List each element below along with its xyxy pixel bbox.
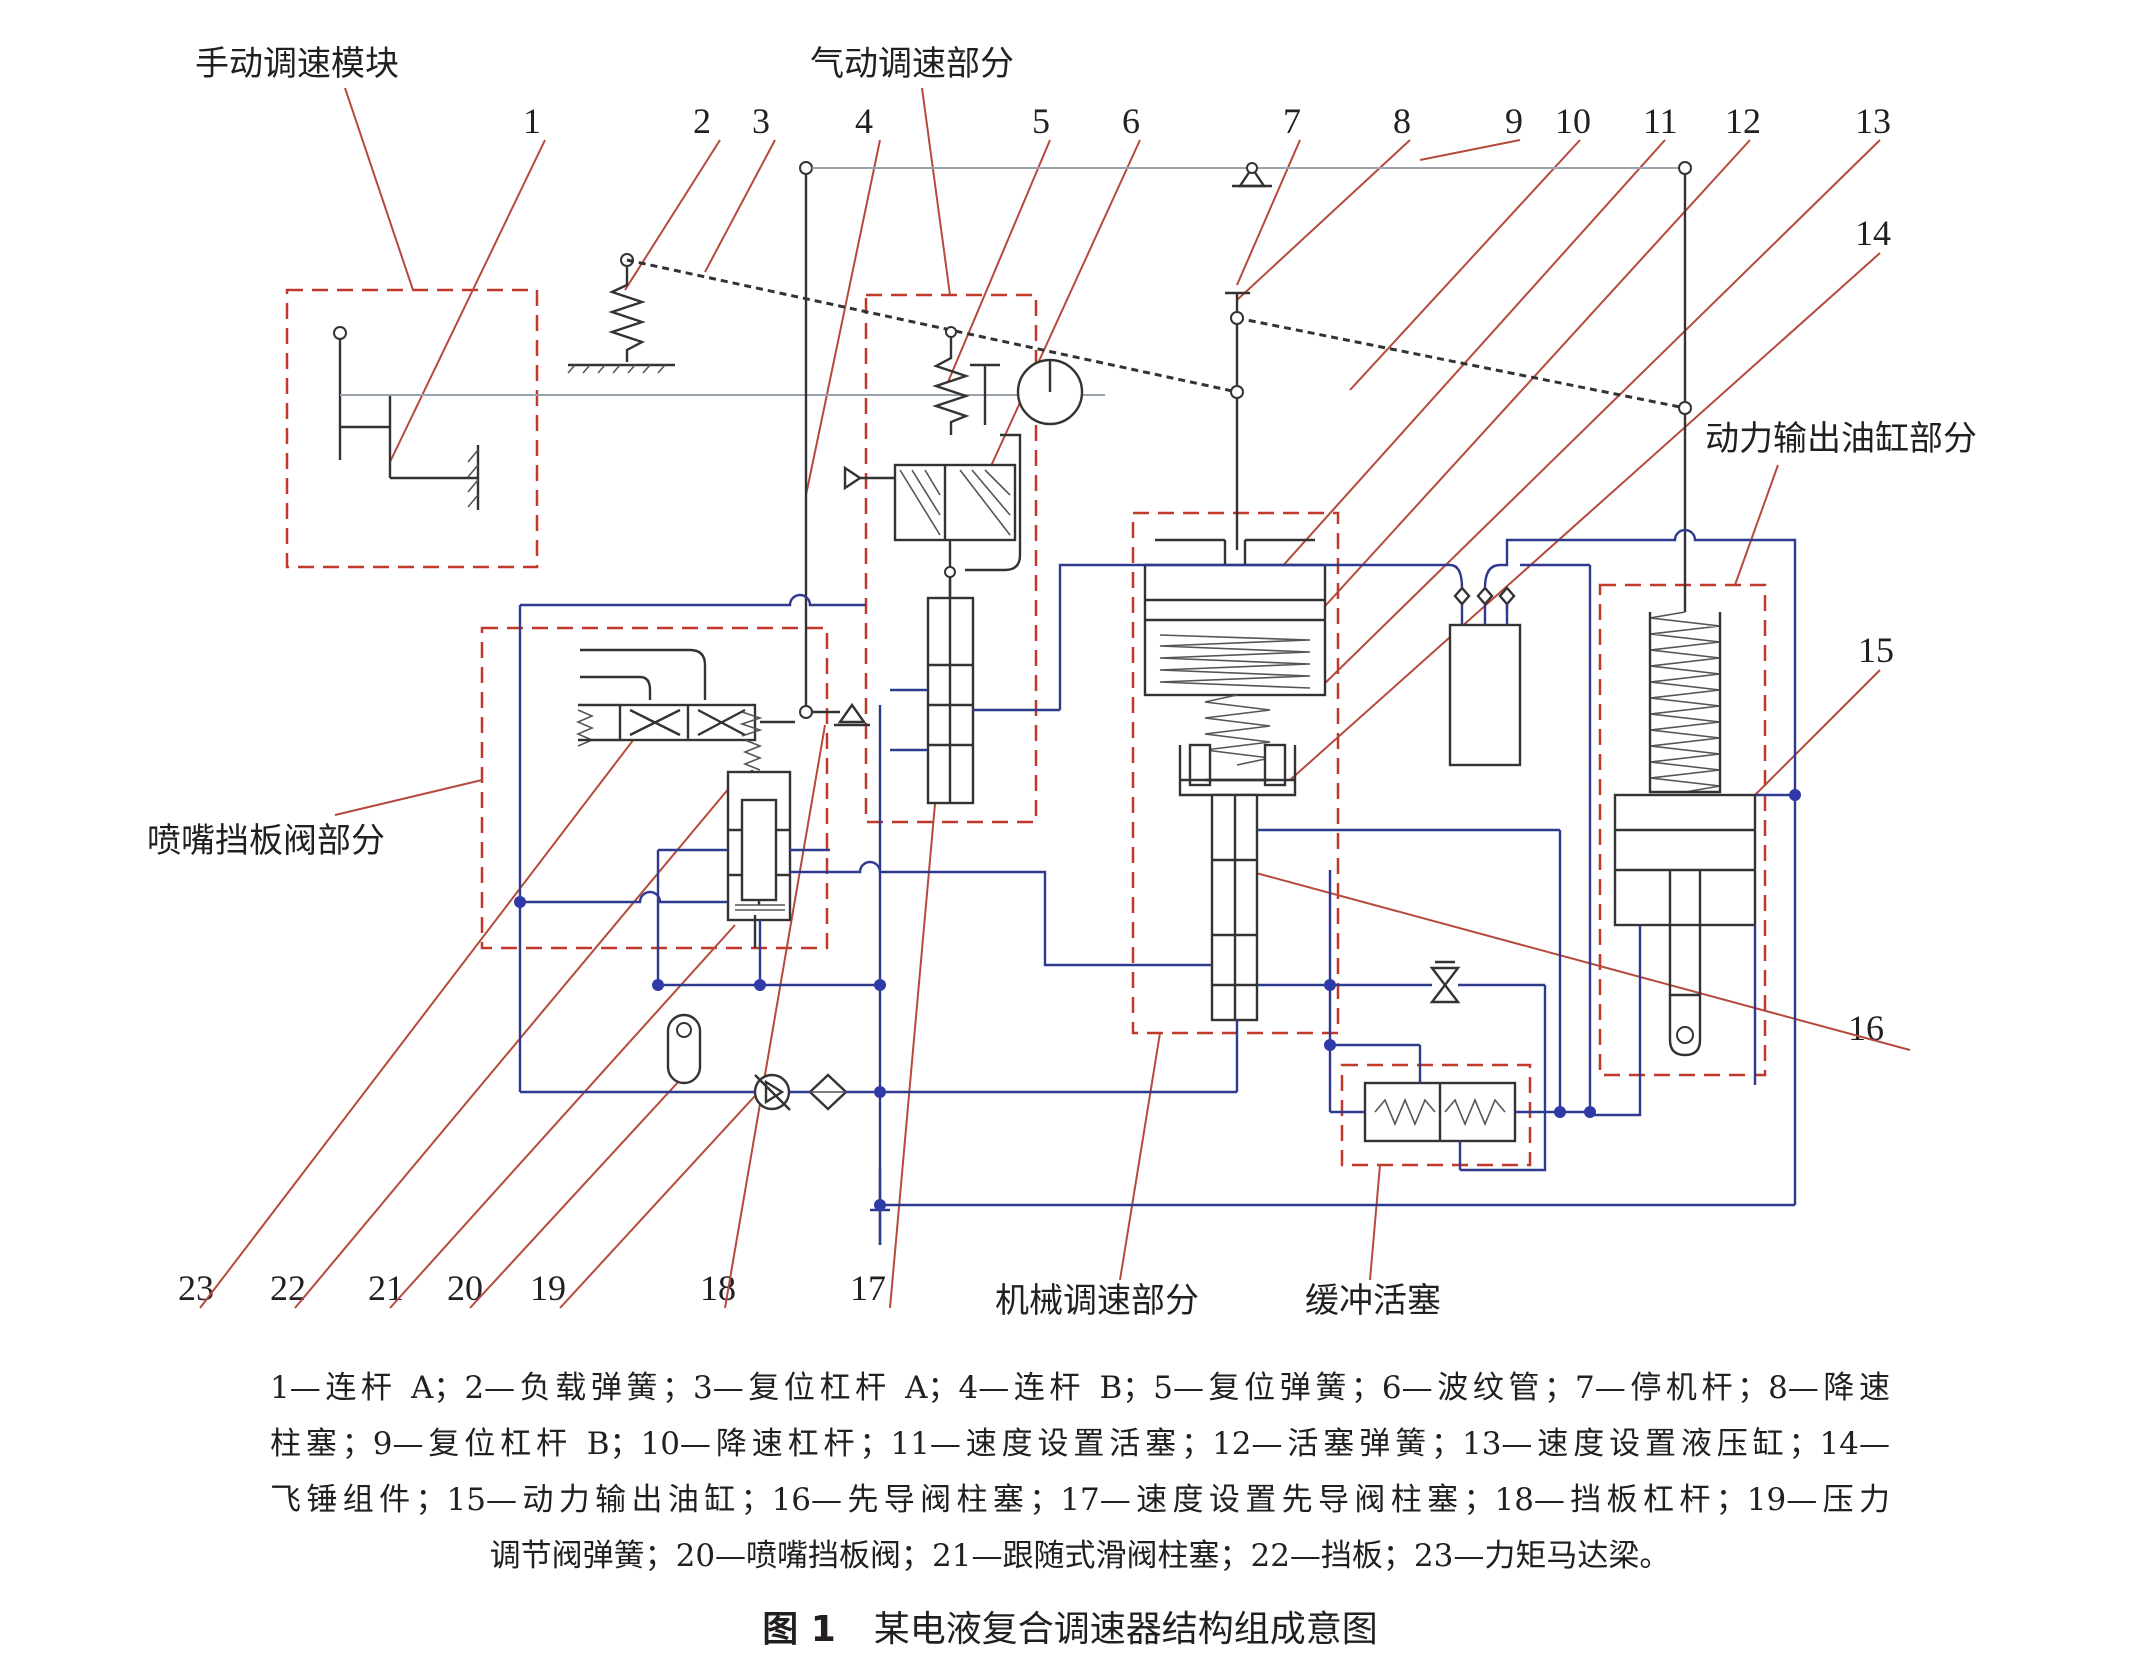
leader-nozzle-flapper-module [334,779,483,816]
part-number-3: 3 [752,101,770,141]
buffer-piston [1363,1045,1517,1170]
label-manual-module: 手动调速模块 [195,44,399,84]
stop-lever-pivot [1232,162,1272,188]
check-valves [1448,586,1522,767]
part-number-10: 10 [1555,101,1591,141]
label-power-cylinder-module: 动力输出油缸部分 [1705,419,1977,459]
part-number-12: 12 [1725,101,1761,141]
pneumatic-module-box [864,293,1038,824]
part-number-17: 17 [850,1268,886,1308]
legend-line: 调节阀弹簧；20—喷嘴挡板阀；21—跟随式滑阀柱塞；22—挡板；23—力矩马达梁… [489,1538,1671,1574]
part-number-4: 4 [855,101,873,141]
part-number-11: 11 [1643,101,1678,141]
label-pneumatic-module: 气动调速部分 [810,44,1014,84]
buffer-piston-module-box [1340,1063,1532,1167]
label-nozzle-flapper-module: 喷嘴挡板阀部分 [147,821,385,861]
legend-line: 飞锤组件；15—动力输出油缸；16—先导阀柱塞；17—速度设置先导阀柱塞；18—… [270,1482,1890,1518]
part-number-21: 21 [368,1268,404,1308]
power-cylinder-module-box [1598,583,1767,1077]
accumulator [666,1013,702,1085]
part-number-15: 15 [1858,630,1894,670]
part-number-8: 8 [1393,101,1411,141]
part-number-2: 2 [693,101,711,141]
leader-pneumatic-module [921,87,951,296]
filter [808,1073,848,1111]
part-number-20: 20 [447,1268,483,1308]
manual-module-box [285,288,539,569]
pump [753,1073,791,1111]
part-number-5: 5 [1032,101,1050,141]
nozzle-flapper-module-box [480,626,829,950]
part-number-9: 9 [1505,101,1523,141]
power-cylinder-module [1613,611,1757,1057]
figure-number: 图 1 [762,1609,836,1650]
figure-caption: 图 1 某电液复合调速器结构组成意图 [0,1600,2140,1652]
legend-line: 1—连杆 A；2—负载弹簧；3—复位杠杆 A；4—连杆 B；5—复位弹簧；6—波… [270,1370,1890,1406]
oil-pipes [518,528,1797,1245]
figure-title: 某电液复合调速器结构组成意图 [873,1609,1378,1650]
part-number-19: 19 [530,1268,566,1308]
leader-power-cylinder-module [1734,464,1779,586]
leader-mechanical-module [1119,1032,1161,1281]
part-number-1: 1 [523,101,541,141]
legend-line: 柱塞；9—复位杠杆 B；10—降速杠杆；11—速度设置活塞；12—活塞弹簧；13… [270,1426,1890,1462]
junction-dots [514,789,1801,1211]
mechanical-module [1143,538,1327,1022]
part-number-7: 7 [1283,101,1301,141]
governor-schematic: 手动调速模块 气动调速部分 动力输出油缸部分 喷嘴挡板阀部分 机械调速部分 缓冲… [147,44,1977,1321]
nozzle-flapper-module [575,648,870,948]
part-leader-lines [199,139,1911,1309]
mechanical-module-box [1131,511,1340,1035]
label-mechanical-module: 机械调速部分 [995,1281,1199,1321]
label-buffer-piston: 缓冲活塞 [1305,1281,1441,1321]
parts-legend: 1—连杆 A；2—负载弹簧；3—复位杠杆 A；4—连杆 B；5—复位弹簧；6—波… [270,1360,1890,1584]
load-spring [567,253,675,374]
leader-buffer-piston [1369,1164,1381,1281]
part-number-23: 23 [178,1268,214,1308]
part-number-13: 13 [1855,101,1891,141]
manual-module [333,326,480,510]
speed-reduce-lever [1236,316,1686,410]
part-number-6: 6 [1122,101,1140,141]
reset-lever-a [626,258,1238,394]
throttle-valve [1429,960,1461,1004]
leader-manual-module [344,87,414,291]
part-number-14: 14 [1855,213,1891,253]
pneumatic-module [843,326,1084,805]
